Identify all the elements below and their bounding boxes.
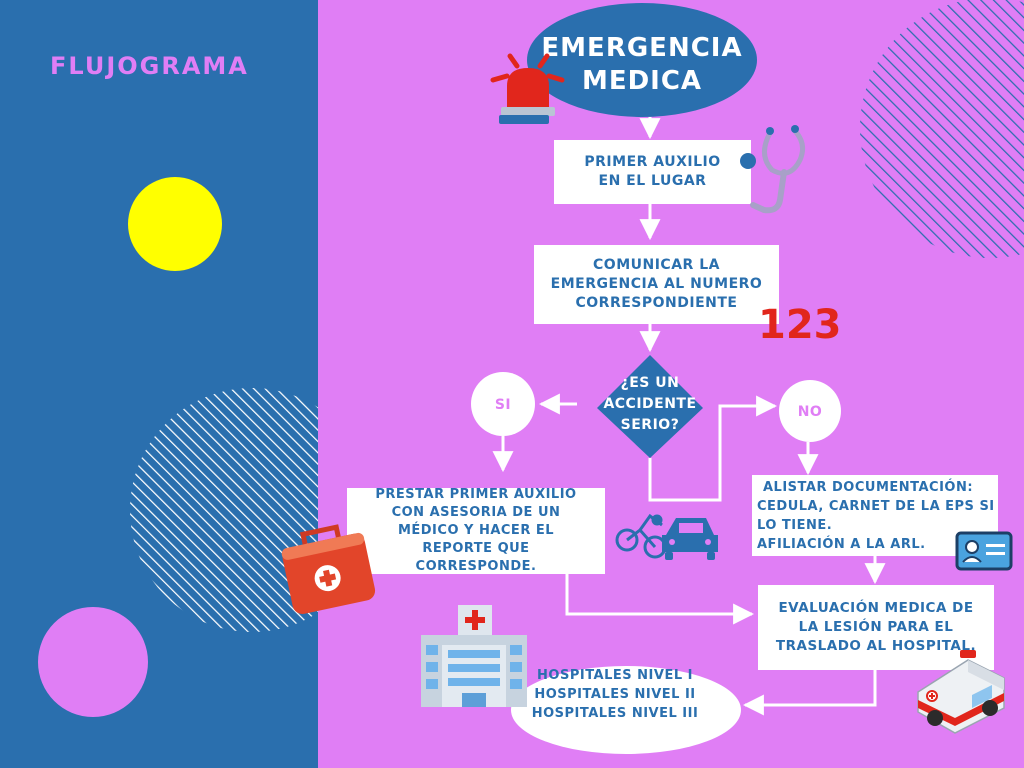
no-action-line-1: ALISTAR DOCUMENTACIÓN:: [763, 479, 974, 495]
arrow-evaluation-to-hospitals: [742, 670, 877, 716]
no-node: NO: [779, 401, 841, 423]
arrow-action-to-evaluation: [565, 574, 755, 625]
page-title: FLUJOGRAMA: [50, 52, 249, 80]
hospitals-ellipse: [511, 666, 741, 754]
communicate-node: COMUNICAR LA EMERGENCIA AL NUMERO CORRES…: [534, 245, 779, 324]
hospital-icon: [421, 605, 527, 707]
yellow-circle-decor: [128, 177, 222, 271]
yes-circle: [471, 372, 535, 436]
first-aid-node: PRIMER AUXILIO EN EL LUGAR: [554, 140, 751, 204]
left-decor: [38, 177, 318, 717]
communicate-label: COMUNICAR LA EMERGENCIA AL NUMERO CORRES…: [550, 257, 763, 311]
left-panel: FLUJOGRAMA: [0, 0, 318, 768]
hospital-level-3: HOSPITALES NIVEL III: [531, 705, 699, 721]
first-aid-label: PRIMER AUXILIO EN EL LUGAR: [584, 154, 721, 189]
no-action-line-3: AFILIACIÓN A LA ARL.: [757, 536, 926, 552]
decision-node: ¿ES UN ACCIDENTE SERIO?: [590, 372, 710, 436]
start-node: EMERGENCIA MEDICA: [527, 30, 757, 100]
emergency-number: 123: [758, 302, 842, 348]
decision-diamond: [597, 355, 703, 458]
no-label: NO: [797, 403, 823, 420]
hospital-level-2: HOSPITALES NIVEL II: [534, 686, 696, 702]
evaluation-node: EVALUACIÓN MEDICA DE LA LESIÓN PARA EL T…: [758, 585, 994, 670]
hospital-level-1: HOSPITALES NIVEL I: [537, 667, 693, 683]
decision-label: ¿ES UN ACCIDENTE SERIO?: [603, 374, 697, 433]
striped-circle-decor: [130, 388, 318, 632]
arrow-decision-to-no: [648, 395, 778, 502]
id-card-icon: [955, 531, 1013, 571]
hospitals-node: HOSPITALES NIVEL I HOSPITALES NIVEL II H…: [520, 665, 710, 723]
start-ellipse: [527, 3, 757, 117]
no-action-line-2: CEDULA, CARNET DE LA EPS SI LO TIENE.: [757, 498, 995, 533]
car-icon: [662, 518, 718, 560]
right-decor: [860, 0, 1024, 258]
first-aid-kit-icon: [281, 524, 376, 614]
ambulance-icon: [917, 650, 1005, 734]
evaluation-label: EVALUACIÓN MEDICA DE LA LESIÓN PARA EL T…: [775, 600, 977, 654]
start-label: EMERGENCIA MEDICA: [541, 33, 743, 96]
yes-action-label: PRESTAR PRIMER AUXILIO CON ASESORIA DE U…: [375, 487, 577, 574]
yes-label: SI: [494, 396, 512, 413]
siren-icon: [490, 53, 565, 124]
no-circle: [779, 380, 841, 442]
violet-circle-decor: [38, 607, 148, 717]
stethoscope-icon: [740, 125, 806, 214]
cyclist-icon: [615, 513, 667, 559]
yes-node: SI: [471, 394, 535, 416]
yes-action-node: PRESTAR PRIMER AUXILIO CON ASESORIA DE U…: [347, 487, 605, 574]
striped-corner-decor: [860, 0, 1024, 258]
